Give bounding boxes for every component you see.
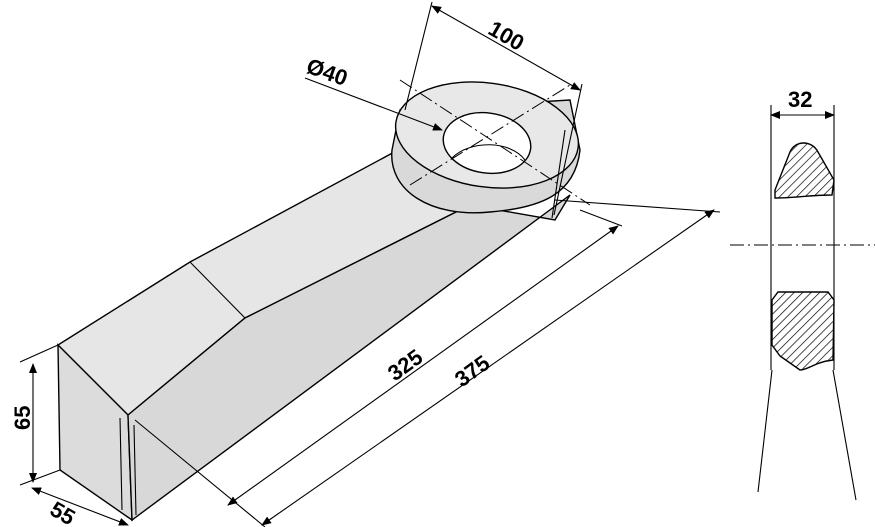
extension-line <box>404 1 433 111</box>
height-label: 65 <box>10 406 35 430</box>
dimension-height: 65 <box>10 344 61 486</box>
overall-length-label: 375 <box>450 350 494 392</box>
extension-line <box>579 209 623 227</box>
centerline <box>399 79 591 206</box>
extension-line <box>553 83 583 216</box>
extension-line <box>19 469 61 486</box>
eye-width-label: 100 <box>484 16 528 56</box>
dimension-line <box>431 5 581 91</box>
hole-inner-edge <box>451 144 526 161</box>
hole-diameter-label: Ø40 <box>303 53 351 91</box>
extension-line <box>19 344 59 363</box>
extension-line <box>554 199 721 213</box>
section-outline <box>757 369 773 493</box>
hole <box>442 111 532 175</box>
section-hatch-top <box>774 142 835 199</box>
centerline <box>409 84 571 186</box>
section-thickness-label: 32 <box>788 87 812 112</box>
leader-line <box>304 77 443 131</box>
section-hatch-bottom <box>771 291 835 371</box>
ring-edge-line <box>551 129 566 219</box>
section-view: 32 <box>730 87 875 501</box>
dimension-line <box>31 487 129 526</box>
length-to-hole-label: 325 <box>383 344 427 386</box>
width-label: 55 <box>46 496 80 527</box>
front-edge-line <box>133 424 137 516</box>
section-outline <box>832 369 857 501</box>
eye-ring <box>391 79 591 219</box>
dimension-line <box>261 209 715 526</box>
extension-line <box>134 419 266 527</box>
